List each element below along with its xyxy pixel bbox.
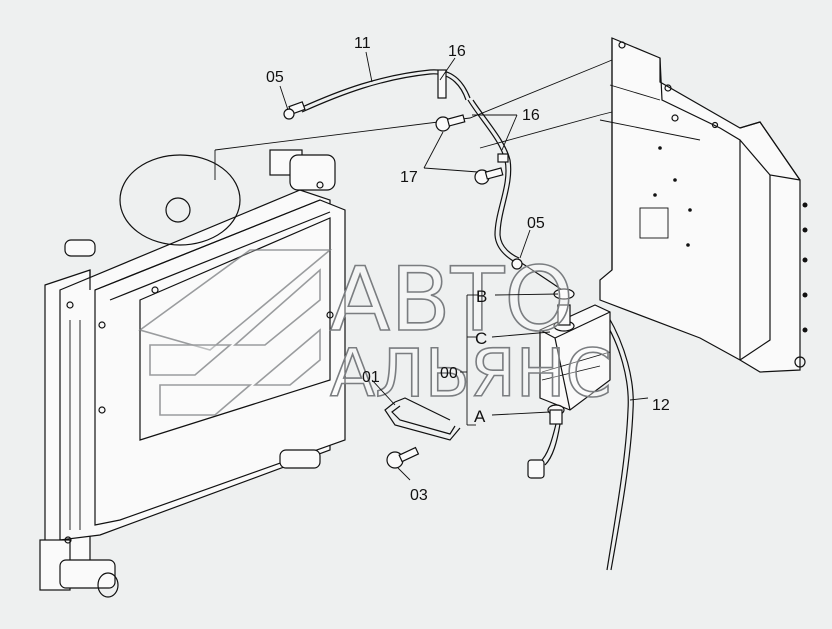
- callout-01: 01: [362, 369, 380, 386]
- reserve-tank: [539, 288, 611, 411]
- callout-16-upper: 16: [448, 43, 466, 60]
- bolt-03: [386, 446, 420, 469]
- leader-lines: [279, 51, 649, 481]
- clip-16-lower: [497, 153, 509, 163]
- strap-bracket-01: [384, 397, 461, 441]
- clamp-05-lower: [511, 258, 523, 270]
- ref-b: B: [476, 287, 487, 306]
- clamp-05-upper: [283, 108, 295, 120]
- callout-17: 17: [400, 169, 418, 186]
- bolt-17-upper: [435, 114, 466, 132]
- frame-outline-lines: [214, 59, 613, 180]
- callout-12: 12: [652, 397, 670, 414]
- callout-03: 03: [410, 487, 428, 504]
- callout-05-upper: 05: [266, 69, 284, 86]
- reference-letters: B C A: [474, 287, 487, 426]
- avto-alyans-logo: [138, 249, 333, 416]
- mounting-bracket-panel: [599, 37, 808, 373]
- callout-05-lower: 05: [527, 215, 545, 232]
- watermark: АВТО АЛЬЯНС: [138, 247, 612, 416]
- watermark-line1: АВТО: [330, 248, 574, 351]
- ref-a: A: [474, 407, 486, 426]
- callouts: 11 16 05 16 17 05 01 00 03 12: [266, 35, 670, 504]
- drain-hose-12: [602, 315, 634, 571]
- watermark-line2: АЛЬЯНС: [330, 335, 612, 412]
- callout-16-lower: 16: [522, 107, 540, 124]
- ref-c: C: [475, 329, 487, 348]
- overflow-hose-11: [288, 69, 471, 115]
- bolt-17-lower: [474, 167, 504, 185]
- hose-to-tank: [437, 69, 566, 293]
- callout-11: 11: [354, 35, 371, 52]
- level-sensor: [527, 404, 565, 479]
- callout-00: 00: [440, 365, 458, 382]
